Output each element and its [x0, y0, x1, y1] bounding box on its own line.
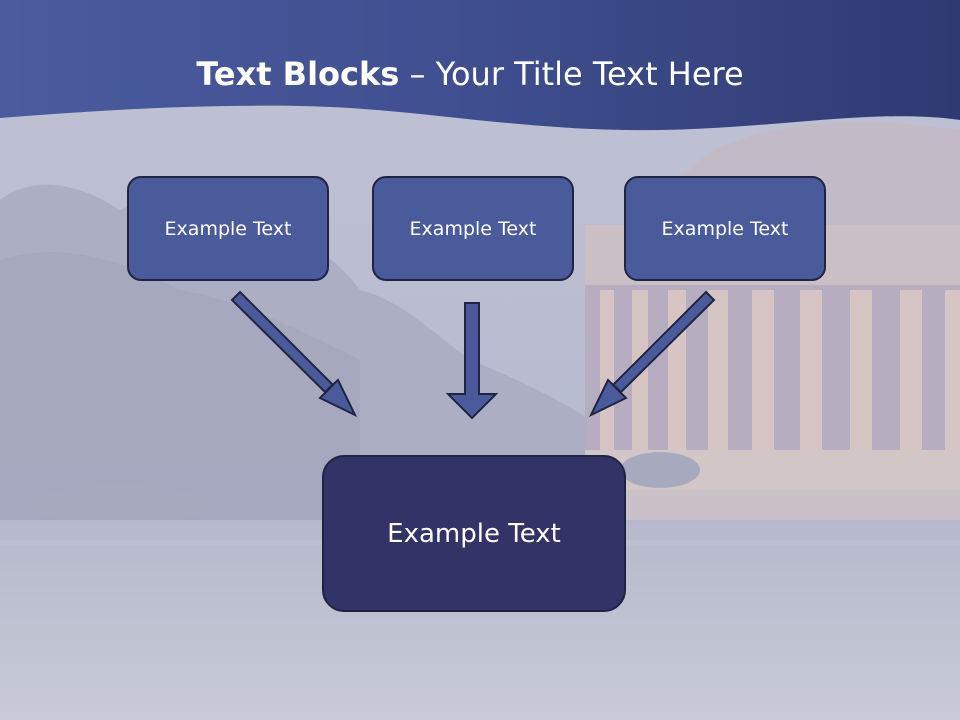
text-block-middle[interactable]: Example Text [372, 176, 574, 281]
title-rest: – Your Title Text Here [399, 55, 744, 93]
text-block-right[interactable]: Example Text [624, 176, 826, 281]
text-block-main-label: Example Text [387, 518, 561, 549]
text-block-left[interactable]: Example Text [127, 176, 329, 281]
text-block-middle-label: Example Text [409, 217, 537, 240]
text-block-left-label: Example Text [164, 217, 292, 240]
title-bold: Text Blocks [196, 55, 400, 93]
text-block-right-label: Example Text [661, 217, 789, 240]
text-block-main[interactable]: Example Text [322, 455, 626, 612]
slide-title: Text Blocks – Your Title Text Here [0, 52, 950, 96]
